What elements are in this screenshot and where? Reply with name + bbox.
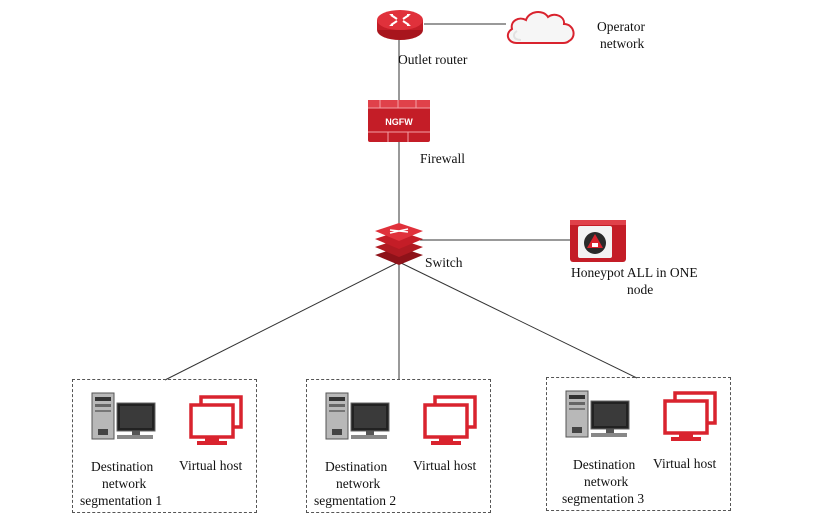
segment-2-dest-line1: Destination bbox=[325, 459, 388, 474]
operator-label-line2: network bbox=[600, 36, 645, 51]
segment-2-dest-line3: segmentation 2 bbox=[314, 493, 397, 508]
segment-3-dest-line3: segmentation 3 bbox=[562, 491, 645, 506]
segment-1-dest-line1: Destination bbox=[91, 459, 154, 474]
virtual-host-icon bbox=[189, 395, 243, 445]
virtual-host-icon bbox=[663, 391, 717, 441]
segment-box-1: Destination network segmentation 1 Virtu… bbox=[72, 379, 257, 513]
router-label: Outlet router bbox=[398, 52, 468, 67]
virtual-host-icon bbox=[423, 395, 477, 445]
operator-label-line1: Operator bbox=[597, 19, 645, 34]
switch-label: Switch bbox=[425, 255, 463, 270]
segment-1-dest-line2: network bbox=[102, 476, 147, 491]
server-pc-icon bbox=[91, 392, 156, 440]
segment-3-dest-line1: Destination bbox=[573, 457, 636, 472]
firewall-badge: NGFW bbox=[385, 117, 413, 127]
cloud-icon bbox=[506, 11, 575, 44]
firewall-label: Firewall bbox=[420, 151, 465, 166]
server-pc-icon bbox=[325, 392, 390, 440]
segment-1-dest-line3: segmentation 1 bbox=[80, 493, 163, 508]
segment-2-virtual-label: Virtual host bbox=[413, 458, 477, 473]
router-icon bbox=[377, 10, 423, 40]
segment-1-virtual-label: Virtual host bbox=[179, 458, 243, 473]
link-switch-segment-3 bbox=[398, 261, 638, 379]
segment-2-dest-line2: network bbox=[336, 476, 381, 491]
segment-box-2: Destination network segmentation 2 Virtu… bbox=[306, 379, 491, 513]
segment-3-dest-line2: network bbox=[584, 474, 629, 489]
honeypot-label-line2: node bbox=[627, 282, 654, 297]
switch-icon bbox=[375, 223, 423, 265]
segment-box-3: Destination network segmentation 3 Virtu… bbox=[546, 377, 731, 511]
link-switch-segment-1 bbox=[164, 261, 400, 381]
server-pc-icon bbox=[565, 390, 630, 438]
firewall-icon: NGFW bbox=[368, 100, 430, 142]
segment-3-virtual-label: Virtual host bbox=[653, 456, 717, 471]
honeypot-label-line1: Honeypot ALL in ONE bbox=[571, 265, 698, 280]
honeypot-icon bbox=[570, 220, 626, 262]
